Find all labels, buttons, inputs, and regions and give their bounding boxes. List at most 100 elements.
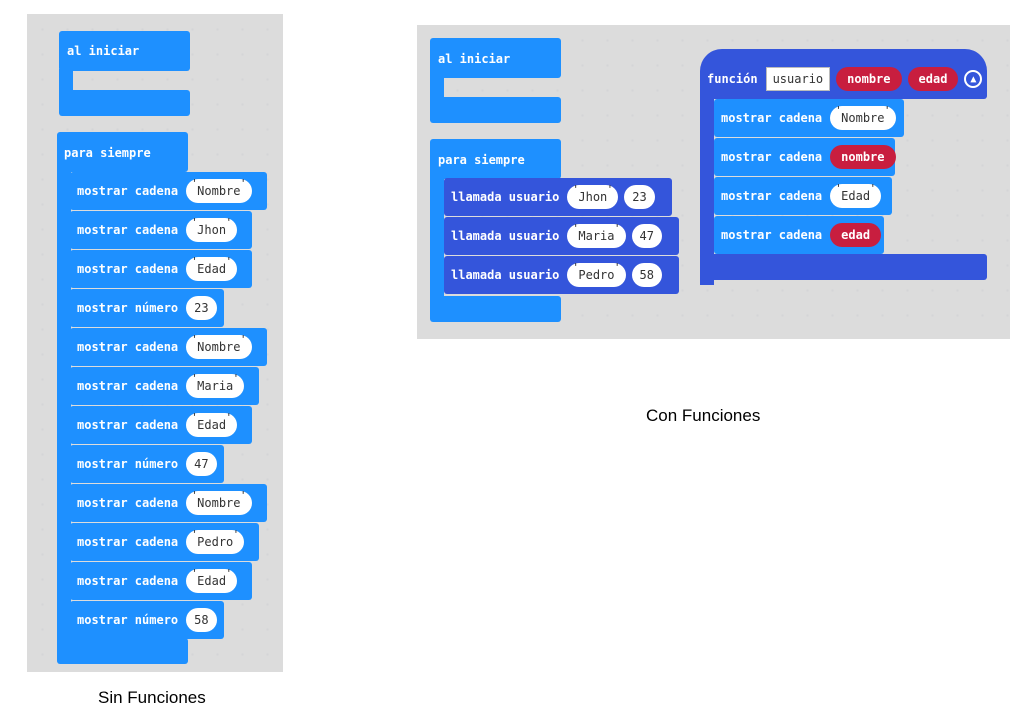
name-argument[interactable]: Jhon: [567, 178, 619, 209]
statement-content: mostrar cadenaNombre: [70, 328, 252, 366]
on-start-label: al iniciar: [438, 52, 511, 66]
forever-label: para siempre: [64, 146, 151, 160]
call-block[interactable]: llamada usuario Maria47: [444, 217, 679, 255]
statement-content: mostrar cadenaEdad: [70, 406, 238, 444]
statement-block[interactable]: mostrar cadena Pedro: [70, 523, 259, 561]
statement-command: mostrar cadena: [721, 150, 823, 164]
call-block[interactable]: llamada usuario Jhon23: [444, 178, 672, 216]
statement-command: mostrar cadena: [77, 496, 179, 510]
statement-block[interactable]: mostrar cadena Edad: [714, 177, 892, 215]
forever-side: [430, 175, 444, 305]
statement-command: mostrar número: [77, 457, 179, 471]
call-command: llamada usuario: [451, 229, 560, 243]
statement-block[interactable]: mostrar cadena Edad: [70, 562, 252, 600]
statement-content: mostrar cadena edad: [714, 216, 882, 254]
statement-content: mostrar cadena nombre: [714, 138, 896, 176]
forever-block[interactable]: para siempre: [57, 132, 188, 172]
call-block[interactable]: llamada usuario Pedro58: [444, 256, 679, 294]
string-input[interactable]: Edad: [186, 406, 238, 437]
statement-block[interactable]: mostrar número 47: [70, 445, 224, 483]
statement-content: mostrar número 58: [70, 601, 217, 639]
statement-command: mostrar cadena: [721, 228, 823, 242]
statement-command: mostrar cadena: [77, 379, 179, 393]
statement-block[interactable]: mostrar cadena edad: [714, 216, 884, 254]
param-nombre[interactable]: nombre: [836, 67, 902, 91]
function-keyword: función: [707, 72, 758, 86]
statement-content: mostrar cadena Edad: [70, 562, 238, 600]
statement-block[interactable]: mostrar cadena Nombre: [70, 172, 267, 210]
age-argument[interactable]: 23: [624, 185, 655, 209]
string-input[interactable]: Nombre: [186, 484, 252, 515]
call-content: llamada usuario Maria47: [444, 217, 662, 255]
statement-command: mostrar cadena: [77, 535, 179, 549]
statement-content: mostrar cadena Nombre: [70, 172, 252, 210]
string-input[interactable]: Pedro: [186, 523, 245, 554]
statement-block[interactable]: mostrar cadena Maria: [70, 367, 259, 405]
param-edad[interactable]: edad: [907, 67, 959, 91]
on-start-block[interactable]: al iniciar: [430, 38, 561, 78]
string-input[interactable]: Nombre: [186, 172, 252, 203]
string-input[interactable]: Maria: [186, 367, 245, 398]
statement-command: mostrar cadena: [721, 111, 823, 125]
string-input[interactable]: Edad: [186, 562, 238, 593]
call-command: llamada usuario: [451, 190, 560, 204]
statement-content: mostrar cadena Nombre: [714, 99, 896, 137]
statement-command: mostrar cadena: [77, 184, 179, 198]
number-input[interactable]: 58: [186, 608, 217, 632]
variable-reporter[interactable]: edad: [830, 223, 882, 247]
statement-block[interactable]: mostrar cadenaEdad: [70, 406, 252, 444]
statement-content: mostrar cadena Jhon: [70, 211, 238, 249]
call-content: llamada usuario Pedro58: [444, 256, 662, 294]
forever-side: [57, 164, 71, 654]
string-input[interactable]: Nombre: [186, 328, 252, 359]
statement-block[interactable]: mostrar cadena Jhon: [70, 211, 252, 249]
statement-content: mostrar cadena Nombre: [70, 484, 252, 522]
statement-command: mostrar número: [77, 613, 179, 627]
string-input[interactable]: Edad: [186, 250, 238, 281]
caption-sin-funciones: Sin Funciones: [98, 688, 206, 707]
statement-content: mostrar número 23: [70, 289, 217, 327]
on-start-bottom: [430, 97, 561, 123]
workspace-right: al iniciar para siempre llamada usuario J…: [417, 25, 1010, 339]
forever-block[interactable]: para siempre: [430, 139, 561, 179]
string-input[interactable]: Edad: [830, 177, 882, 208]
function-bottom: [700, 254, 987, 280]
statement-content: mostrar número 47: [70, 445, 217, 483]
statement-block[interactable]: mostrar cadenaNombre: [70, 328, 267, 366]
number-input[interactable]: 23: [186, 296, 217, 320]
function-name-field[interactable]: usuario: [765, 67, 831, 91]
caption-con-funciones: Con Funciones: [646, 406, 761, 425]
on-start-label: al iniciar: [67, 44, 140, 58]
call-command: llamada usuario: [451, 268, 560, 282]
statement-content: mostrar cadena Maria: [70, 367, 245, 405]
age-argument[interactable]: 47: [631, 224, 662, 248]
statement-block[interactable]: mostrar número 23: [70, 289, 224, 327]
variable-reporter[interactable]: nombre: [830, 145, 896, 169]
statement-block[interactable]: mostrar cadena Nombre: [714, 99, 904, 137]
string-input[interactable]: Nombre: [830, 99, 896, 130]
statement-block[interactable]: mostrar cadena nombre: [714, 138, 896, 176]
statement-content: mostrar cadenaEdad: [70, 250, 238, 288]
function-header: función usuario nombre edad ▲: [700, 60, 983, 98]
on-start-bottom: [59, 90, 190, 116]
on-start-block[interactable]: al iniciar: [59, 31, 190, 71]
statement-block[interactable]: mostrar cadenaEdad: [70, 250, 252, 288]
number-input[interactable]: 47: [186, 452, 217, 476]
statement-block[interactable]: mostrar número 58: [70, 601, 224, 639]
statement-command: mostrar cadena: [721, 189, 823, 203]
statement-content: mostrar cadena Edad: [714, 177, 882, 215]
statement-block[interactable]: mostrar cadena Nombre: [70, 484, 267, 522]
name-argument[interactable]: Maria: [567, 217, 626, 248]
forever-bottom: [430, 296, 561, 322]
statement-command: mostrar cadena: [77, 574, 179, 588]
call-content: llamada usuario Jhon23: [444, 178, 655, 216]
statement-content: mostrar cadena Pedro: [70, 523, 245, 561]
name-argument[interactable]: Pedro: [567, 256, 626, 287]
function-side: [700, 95, 714, 285]
collapse-up-icon[interactable]: ▲: [964, 70, 983, 88]
age-argument[interactable]: 58: [631, 263, 662, 287]
string-input[interactable]: Jhon: [186, 211, 238, 242]
forever-bottom: [57, 638, 188, 664]
statement-command: mostrar cadena: [77, 223, 179, 237]
statement-command: mostrar número: [77, 301, 179, 315]
